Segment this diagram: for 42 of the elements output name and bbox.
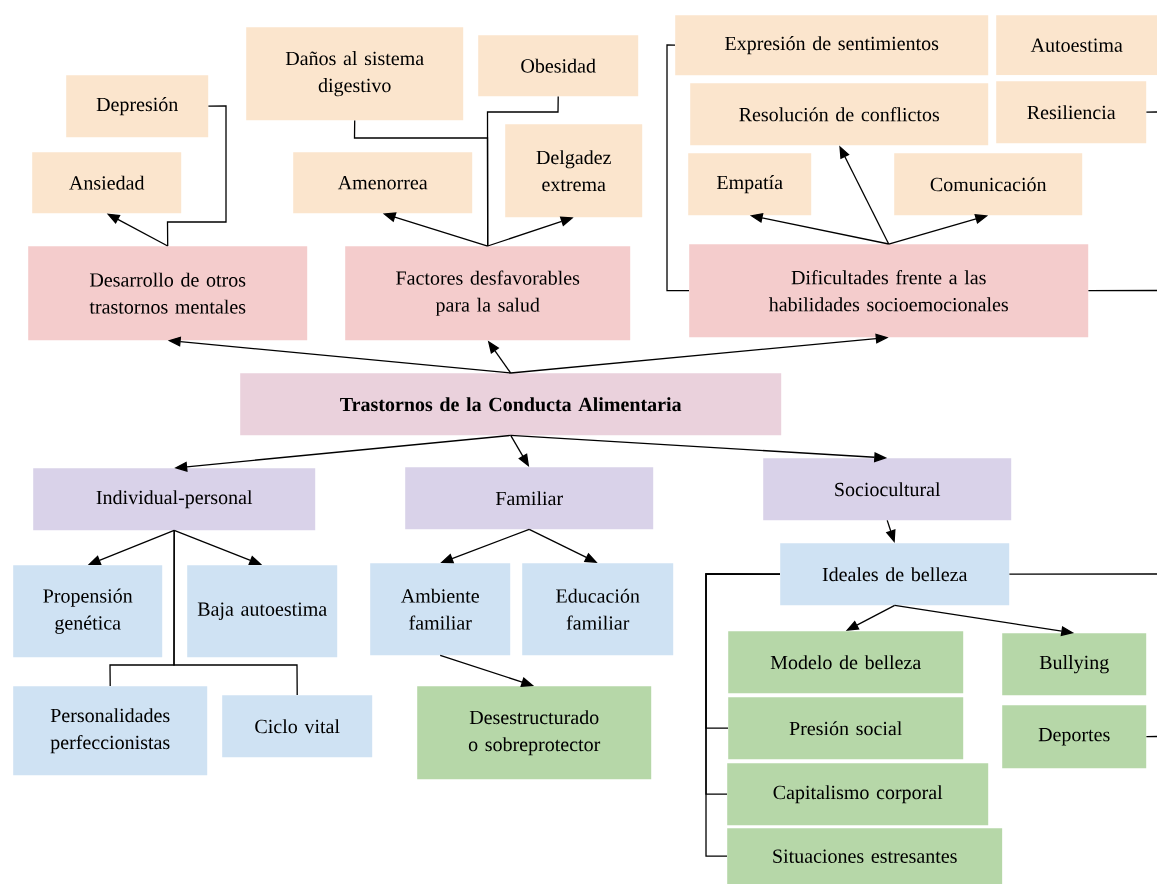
connector-line bbox=[1087, 289, 1157, 292]
item-box: Propensión genética bbox=[13, 565, 163, 658]
item-box: Autoestima bbox=[996, 15, 1157, 76]
item-box: Presión social bbox=[728, 697, 964, 760]
category-box: Factores desfavorables para la salud bbox=[345, 246, 631, 341]
item-box: Depresión bbox=[66, 75, 209, 138]
connector-line bbox=[705, 573, 781, 857]
factor-box: Sociocultural bbox=[763, 458, 1012, 521]
item-box: Educación familiar bbox=[522, 563, 674, 656]
item-box: Ambiente familiar bbox=[370, 563, 511, 656]
item-box: Capitalismo corporal bbox=[727, 763, 989, 826]
connector-line bbox=[1008, 573, 1157, 575]
item-box: Baja autoestima bbox=[187, 565, 338, 658]
connector-line bbox=[666, 44, 690, 292]
category-box: Desarrollo de otros trastornos mentales bbox=[28, 246, 308, 341]
item-box: Ideales de belleza bbox=[780, 543, 1010, 606]
item-box: Resiliencia bbox=[996, 81, 1147, 144]
item-box: Ciclo vital bbox=[222, 695, 373, 758]
item-box: Expresión de sentimientos bbox=[675, 15, 989, 76]
item-box: Amenorrea bbox=[293, 152, 473, 214]
item-box: Delgadez extrema bbox=[505, 124, 643, 218]
item-box: Deportes bbox=[1002, 705, 1147, 769]
connector-line bbox=[1145, 111, 1157, 113]
item-box: Resolución de conflictos bbox=[690, 83, 989, 146]
item-box: Modelo de belleza bbox=[728, 631, 964, 694]
title-box: Trastornos de la Conducta Alimentaria bbox=[240, 373, 782, 436]
category-box: Dificultades frente a las habilidades socioemocionales bbox=[689, 244, 1089, 338]
connector-line bbox=[166, 105, 227, 247]
item-box: Ansiedad bbox=[32, 152, 182, 214]
item-box: Comunicación bbox=[894, 153, 1083, 216]
item-box: Daños al sistema digestivo bbox=[246, 27, 464, 121]
item-box: Obesidad bbox=[478, 35, 639, 97]
factor-box: Familiar bbox=[405, 467, 654, 530]
connector-line bbox=[173, 529, 298, 696]
connector-line bbox=[486, 95, 559, 247]
item-box: Empatía bbox=[688, 153, 812, 216]
connector-line bbox=[1145, 735, 1157, 738]
item-box: Personalidades perfeccionistas bbox=[13, 686, 208, 776]
factor-box: Individual-personal bbox=[33, 468, 316, 531]
item-box: Situaciones estresantes bbox=[727, 828, 1003, 884]
item-box: Desestructurado o sobreprotector bbox=[417, 686, 652, 780]
item-box: Bullying bbox=[1002, 633, 1147, 696]
